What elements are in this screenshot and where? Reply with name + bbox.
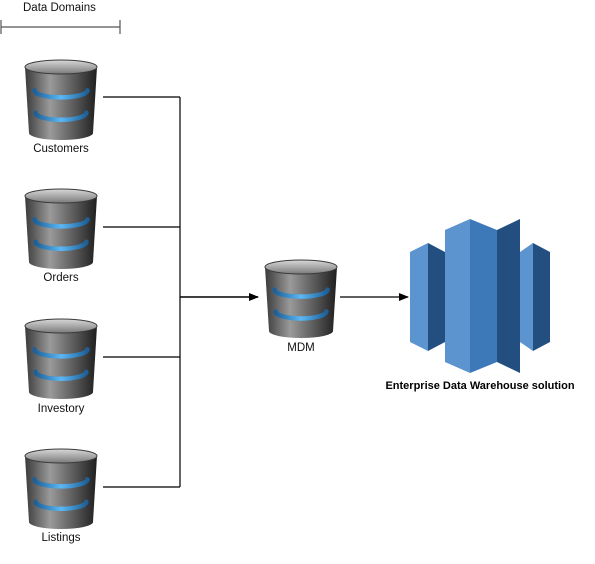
hub-label-mdm: MDM	[287, 342, 315, 354]
database-icon-mdm	[264, 259, 338, 338]
warehouse-label: Enterprise Data Warehouse solution	[385, 380, 575, 392]
source-label-investory: Investory	[37, 403, 85, 415]
database-icon-investory	[24, 318, 98, 399]
database-icon-customers	[24, 59, 98, 140]
source-connectors	[103, 96, 181, 488]
data-domains-title: Data Domains	[23, 2, 96, 14]
source-label-orders: Orders	[43, 272, 79, 284]
source-label-listings: Listings	[41, 532, 81, 544]
database-icon-listings	[24, 448, 98, 529]
database-icon-orders	[24, 188, 98, 269]
source-label-customers: Customers	[33, 143, 89, 155]
data-domains-bracket	[0, 20, 121, 34]
warehouse-icon	[410, 219, 550, 373]
